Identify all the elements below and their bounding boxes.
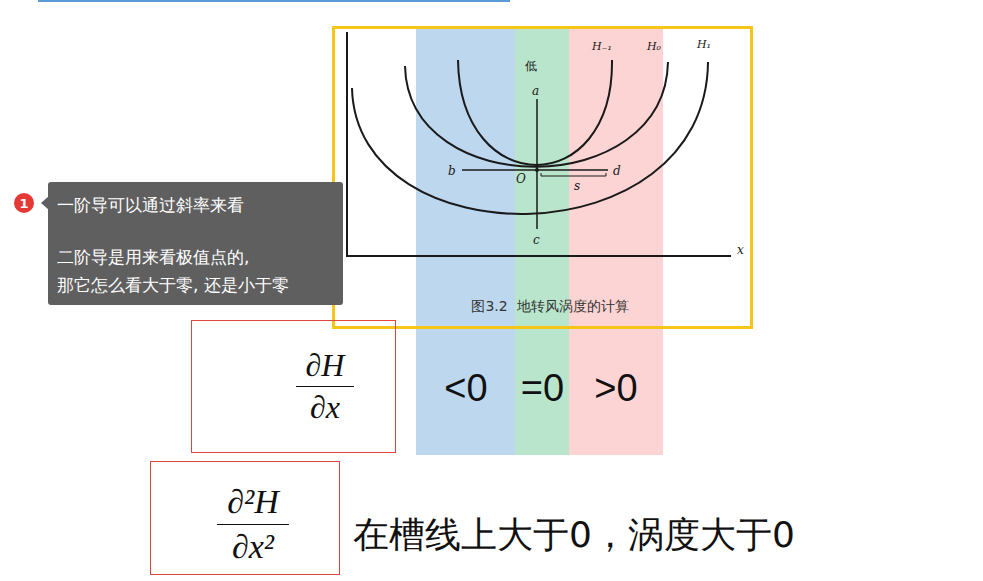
point-label: O bbox=[516, 172, 526, 186]
comment-text: 二阶导是用来看极值点的, 那它怎么看大于零, 还是小于零 bbox=[57, 243, 334, 299]
sign-text: >0 bbox=[569, 369, 663, 407]
sign-text: =0 bbox=[515, 369, 570, 407]
fraction-part: ∂H bbox=[296, 348, 355, 387]
sign-band: >0 bbox=[569, 29, 663, 455]
figure-caption: 图3.2 地转风涡度的计算 bbox=[417, 298, 683, 316]
point-label: b bbox=[448, 164, 456, 178]
callout-number-text: 1 bbox=[19, 197, 28, 210]
fraction: ∂H∂x bbox=[296, 348, 355, 425]
fraction-part: ∂x² bbox=[217, 525, 289, 565]
explanation-text: 在槽线上大于0，涡度大于0 bbox=[353, 517, 795, 553]
figure-frame bbox=[334, 28, 752, 328]
point-label: c bbox=[533, 233, 540, 247]
formula-box: ∂²H∂x² bbox=[150, 461, 340, 575]
comment-box: 一阶导可以通过斜率来看二阶导是用来看极值点的, 那它怎么看大于零, 还是小于零 bbox=[48, 182, 343, 305]
x-axis bbox=[347, 255, 731, 257]
sign-text: <0 bbox=[416, 369, 516, 407]
origin-dot bbox=[535, 168, 539, 172]
fraction: ∂²H∂x² bbox=[217, 483, 289, 565]
distance-label: s bbox=[574, 179, 580, 193]
y-axis bbox=[346, 32, 348, 257]
formula-box: ∂H∂x bbox=[191, 320, 396, 453]
point-label: a bbox=[532, 84, 539, 98]
top-rule bbox=[38, 0, 510, 2]
fraction-part: ∂²H bbox=[217, 483, 289, 524]
trough-axis-line bbox=[536, 99, 538, 229]
sign-band: =0 bbox=[515, 29, 570, 455]
distance-bracket bbox=[541, 173, 606, 176]
callout-number: 1 bbox=[12, 191, 36, 215]
contour-line bbox=[352, 62, 708, 214]
low-label: 低 bbox=[525, 58, 537, 75]
contour-label: H₀ bbox=[647, 40, 661, 53]
fraction-part: ∂x bbox=[296, 387, 355, 425]
sign-band: <0 bbox=[416, 29, 516, 455]
comment-text: 一阶导可以通过斜率来看 bbox=[57, 191, 334, 219]
contour-label: H₁ bbox=[697, 38, 711, 51]
contour-line bbox=[458, 60, 612, 165]
point-label: d bbox=[613, 164, 621, 178]
contour-label: H₋₁ bbox=[592, 40, 612, 53]
axis-label: x bbox=[737, 243, 744, 257]
